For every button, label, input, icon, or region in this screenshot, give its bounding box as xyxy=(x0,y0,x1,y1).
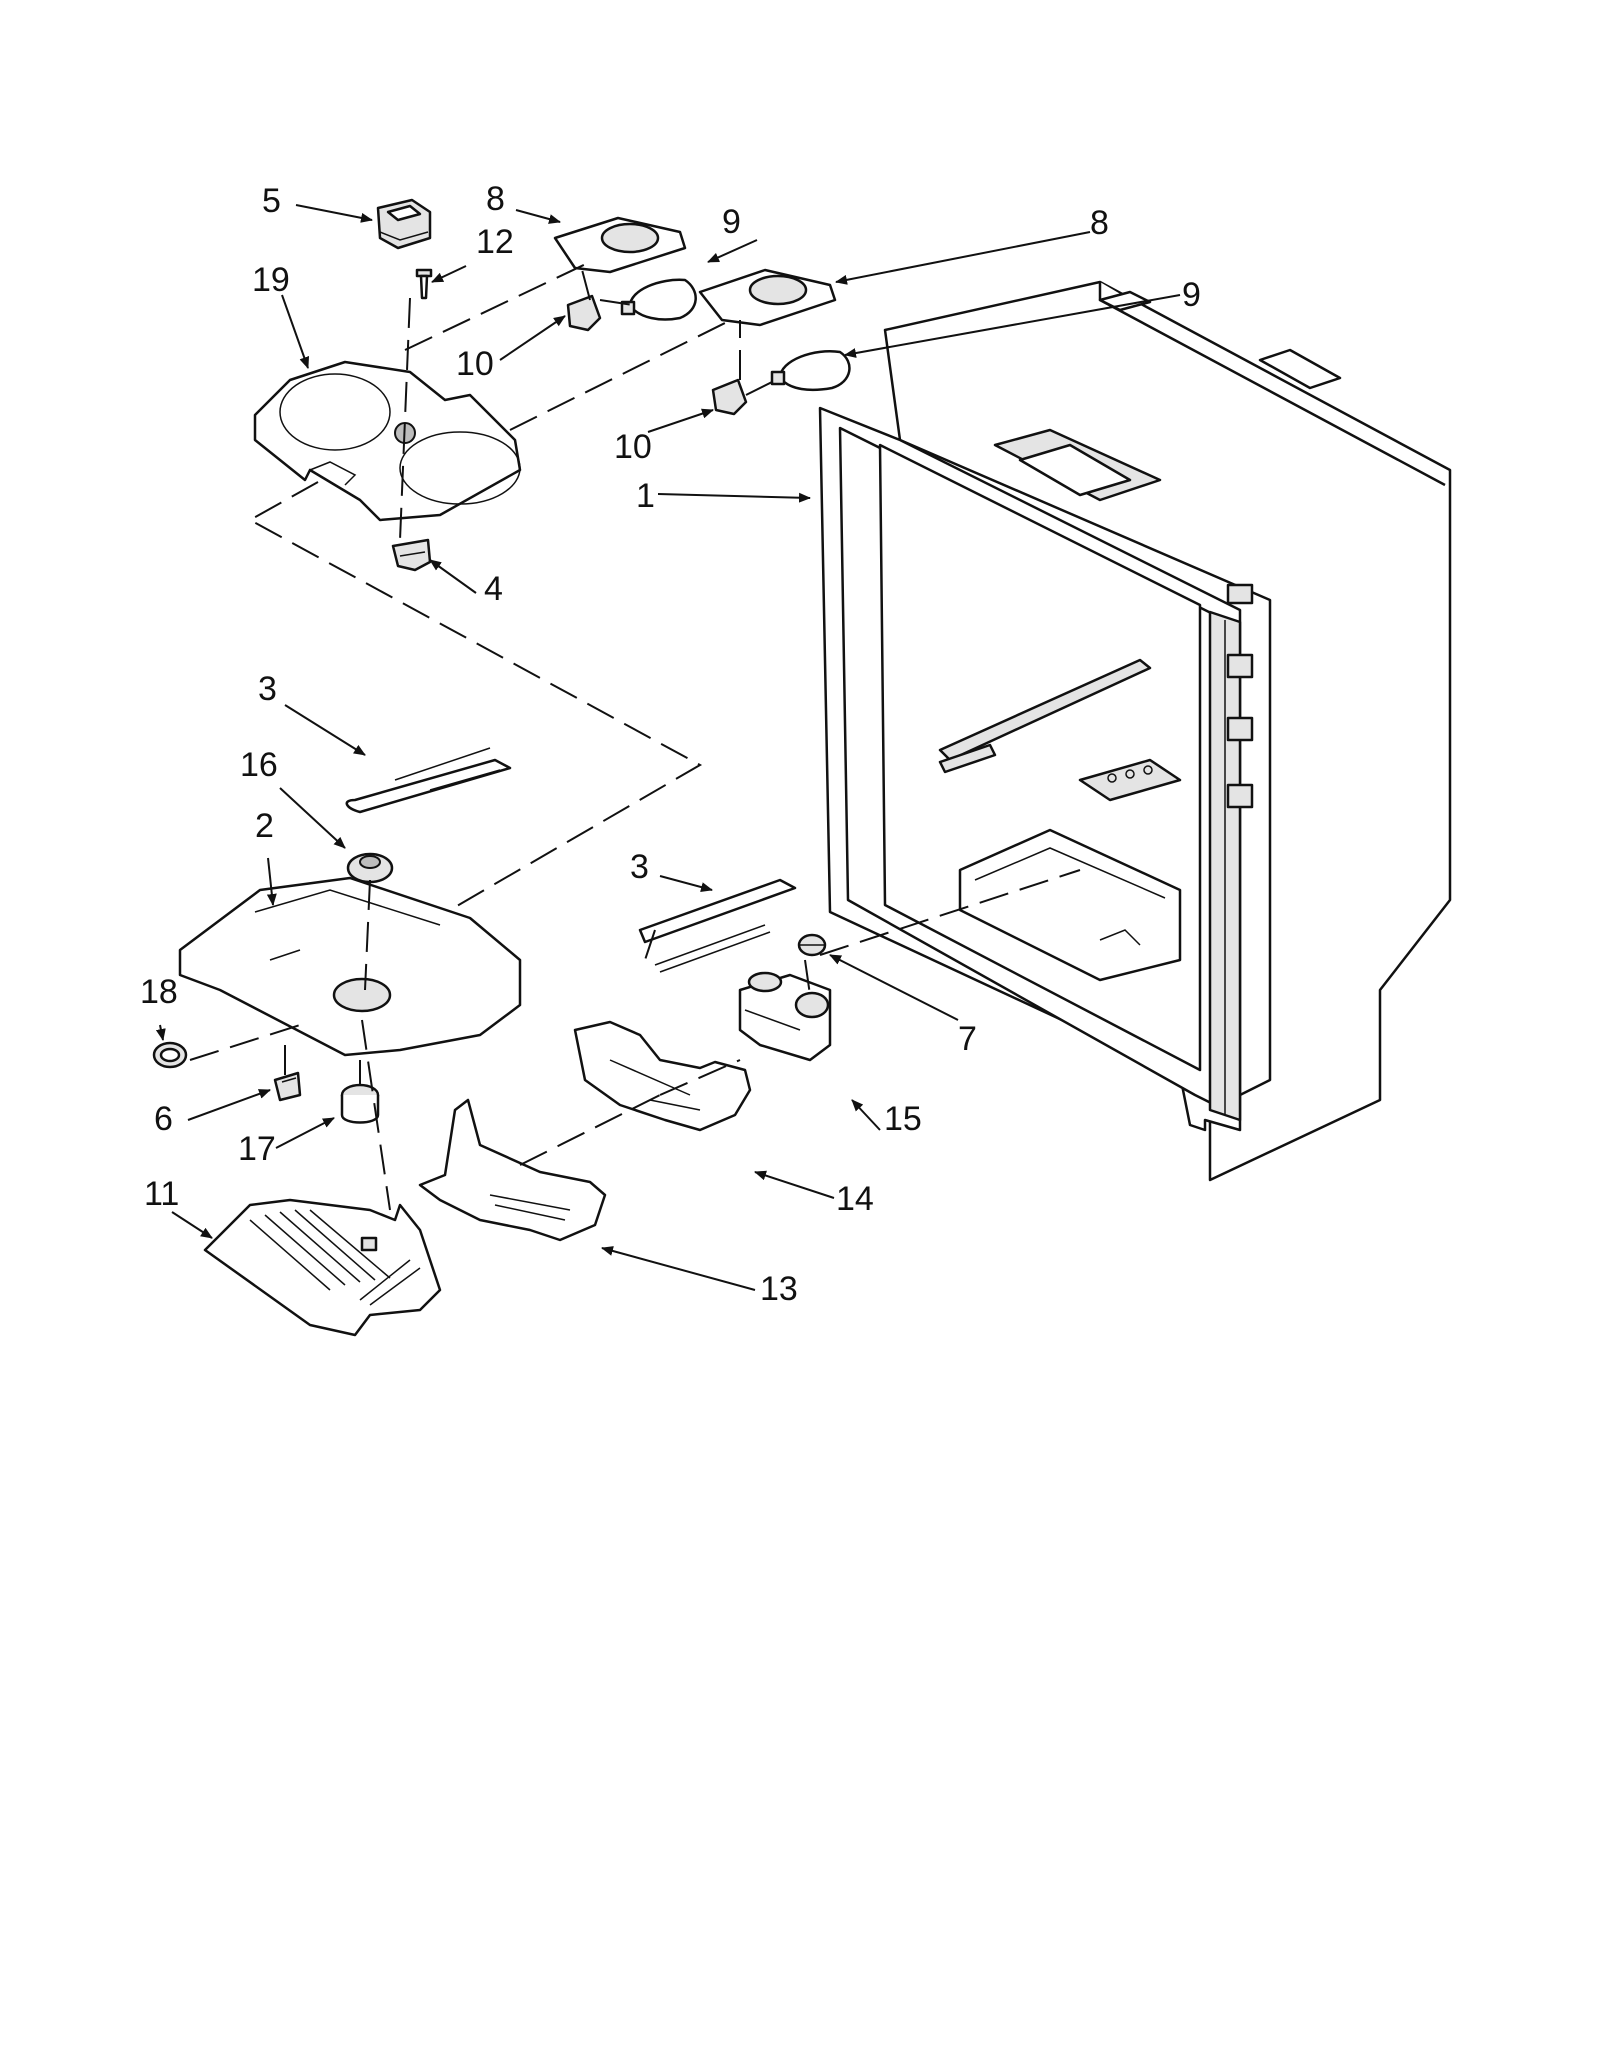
control-housing-plate xyxy=(253,360,522,522)
callout-labels: 5 8 9 8 12 19 9 10 10 1 4 3 16 3 2 18 7 … xyxy=(140,180,1201,1308)
callout-4: 4 xyxy=(484,570,503,608)
callout-9-left: 9 xyxy=(722,203,741,241)
callout-3-right: 3 xyxy=(630,848,649,886)
belt-left xyxy=(345,747,512,814)
auger-gear xyxy=(346,852,394,884)
belt-right xyxy=(638,878,797,973)
light-bulb-right xyxy=(770,349,851,392)
leader-lines xyxy=(155,204,1181,1291)
alignment-lines xyxy=(189,261,1081,1211)
callout-9-right: 9 xyxy=(1182,276,1201,314)
callout-19: 19 xyxy=(252,261,290,299)
callout-17: 17 xyxy=(238,1130,276,1168)
bulb-socket-right xyxy=(711,378,748,416)
callout-8-right: 8 xyxy=(1090,204,1109,242)
bulb-socket-left xyxy=(566,294,602,332)
callout-10-right: 10 xyxy=(614,428,652,466)
liner-cabinet xyxy=(818,280,1452,1182)
callout-16: 16 xyxy=(240,746,278,784)
callout-15: 15 xyxy=(884,1100,922,1138)
light-bulb-left xyxy=(620,278,697,321)
callout-3-left: 3 xyxy=(258,670,277,708)
ice-chute xyxy=(418,1098,607,1242)
dispenser-grille xyxy=(203,1198,442,1337)
drive-plate xyxy=(178,876,522,1057)
callout-13: 13 xyxy=(760,1270,798,1308)
plug-button xyxy=(797,933,827,957)
switch xyxy=(273,1071,302,1102)
callout-11: 11 xyxy=(144,1175,179,1213)
auger-motor-assembly xyxy=(738,971,832,1062)
screw xyxy=(415,268,433,300)
light-shield-right xyxy=(698,268,837,327)
callout-7: 7 xyxy=(958,1020,977,1058)
callout-1: 1 xyxy=(636,477,655,515)
callout-2: 2 xyxy=(255,807,274,845)
control-module xyxy=(376,198,432,250)
callout-12: 12 xyxy=(476,223,514,261)
light-shield-left xyxy=(553,216,687,274)
callout-18: 18 xyxy=(140,973,178,1011)
ice-bucket-housing xyxy=(573,1020,752,1132)
callout-8-left: 8 xyxy=(486,180,505,218)
callout-6: 6 xyxy=(154,1100,173,1138)
callout-14: 14 xyxy=(836,1180,874,1218)
callout-10-left: 10 xyxy=(456,345,494,383)
ring-seal xyxy=(152,1041,188,1069)
callout-5: 5 xyxy=(262,182,281,220)
light-socket-lower xyxy=(391,538,432,572)
